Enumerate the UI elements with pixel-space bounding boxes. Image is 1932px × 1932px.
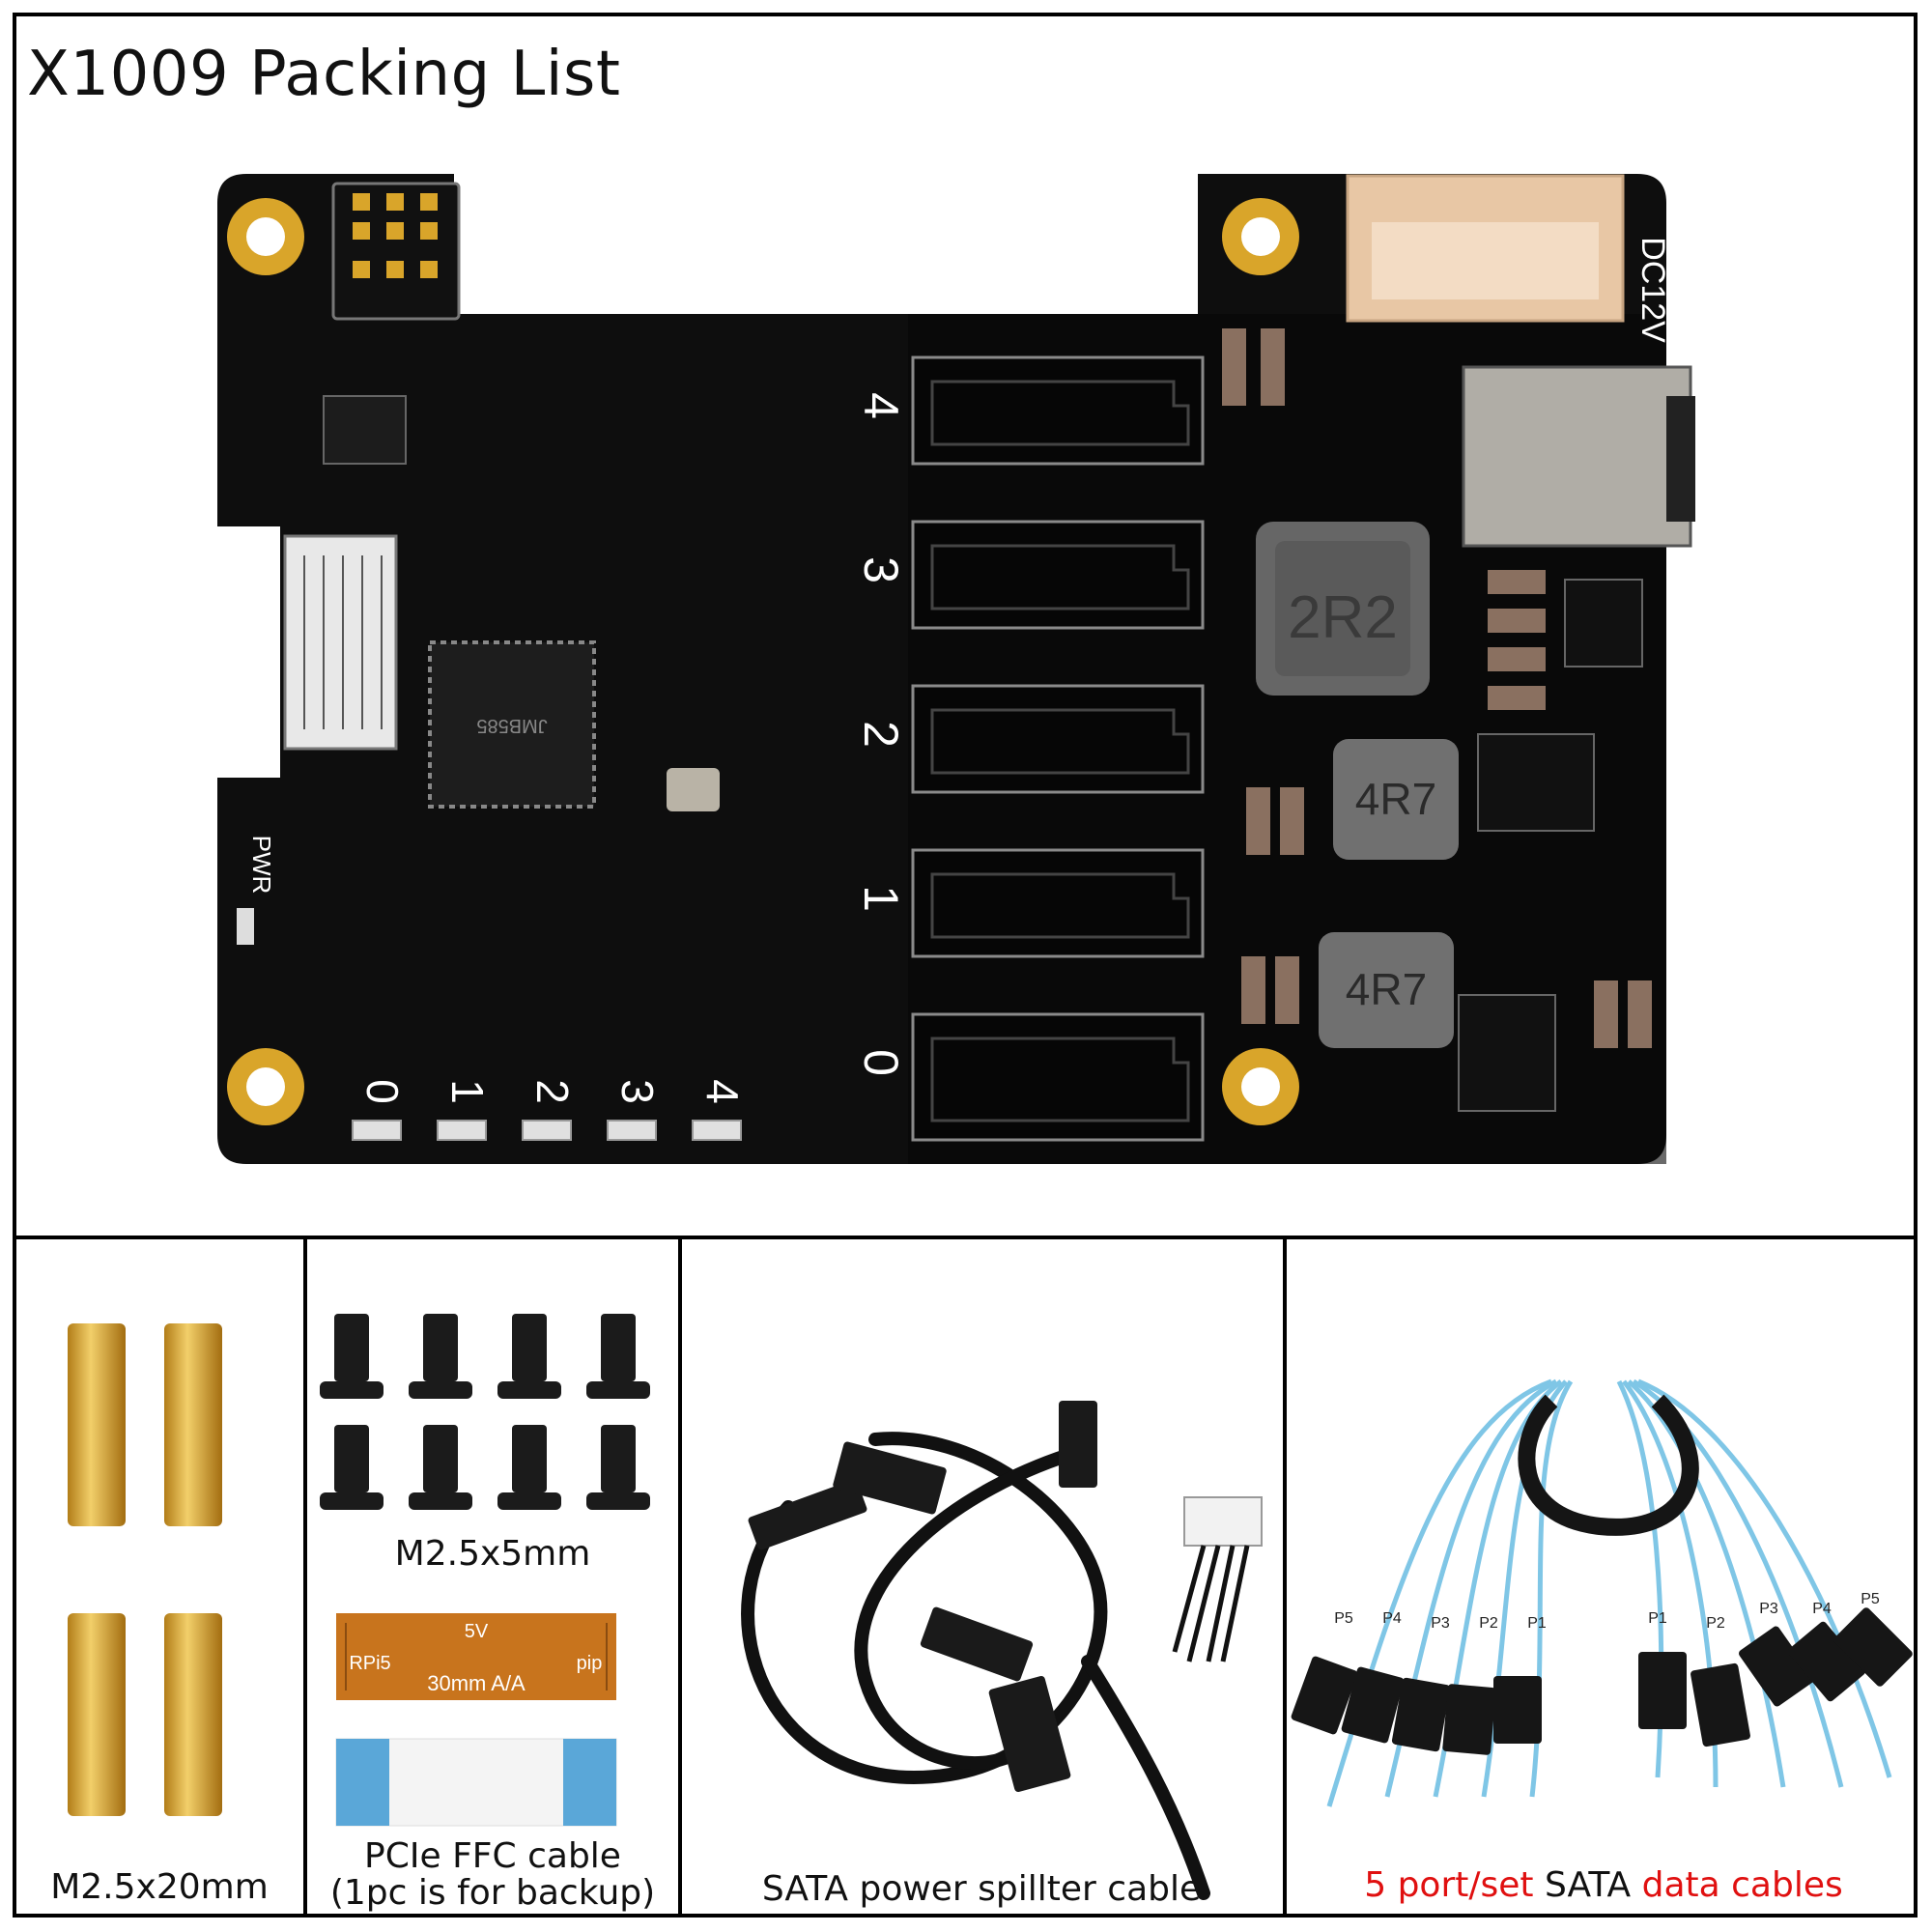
led-label: 3: [612, 1079, 663, 1104]
braided-sleeve: [1518, 1394, 1699, 1536]
data-cables-caption: 5 port/set SATA data cables: [1294, 1867, 1913, 1904]
pwr-label: PWR: [247, 836, 276, 895]
sata-port: [911, 355, 1205, 1142]
port-label: P5: [1861, 1591, 1880, 1607]
led-label: 1: [442, 1079, 493, 1104]
standoff: [164, 1613, 222, 1816]
inductor-label: 4R7: [1346, 964, 1427, 1014]
inductor: [1333, 739, 1459, 860]
screws-image: [320, 1314, 650, 1510]
chip-label: JMB585: [476, 715, 547, 736]
sata-port-label: 3: [854, 556, 908, 583]
brass-standoffs-image: [68, 1323, 222, 1816]
sata-data-cables-image: P5 P4 P3 P2 P1 P1 P2 P3 P4 P5: [1291, 1378, 1913, 1807]
sata-power-connector: [748, 1401, 1097, 1792]
sata-data-connector: [1291, 1607, 1913, 1755]
led-label: 4: [697, 1079, 748, 1104]
port-label: P3: [1759, 1601, 1778, 1617]
packing-list-frame: [13, 13, 1918, 1918]
port-label: P2: [1479, 1615, 1498, 1632]
sata-power-splitter-image: [741, 1401, 1263, 1900]
caption-text: SATA: [1533, 1865, 1642, 1905]
port-label: P5: [1334, 1610, 1353, 1627]
cell-divider: [1283, 1237, 1287, 1918]
4-pin-connector: [1183, 1496, 1263, 1547]
port-label: P4: [1382, 1610, 1402, 1627]
inductor-label: 4R7: [1355, 774, 1436, 824]
ffc-caption-line1: PCIe FFC cable: [364, 1836, 621, 1876]
inductor: [1319, 932, 1454, 1048]
ffc-text: 30mm A/A: [427, 1671, 526, 1695]
dc12v-label: DC12V: [1634, 237, 1671, 343]
ffc-text: 5V: [465, 1621, 489, 1642]
ffc-text: pip: [577, 1653, 603, 1674]
standoffs-caption: M2.5x20mm: [50, 1867, 269, 1907]
inductor-label: 2R2: [1288, 584, 1398, 651]
port-label: P4: [1812, 1601, 1832, 1617]
ffc-caption-line2: (1pc is for backup): [329, 1873, 656, 1913]
standoff: [68, 1613, 126, 1816]
ffc-cable-orange: [336, 1613, 616, 1700]
status-led: [352, 1120, 742, 1141]
led-label: 0: [357, 1079, 408, 1104]
port-label: P1: [1648, 1610, 1667, 1627]
led-label: 2: [527, 1079, 578, 1104]
sata-port-label: 4: [854, 392, 908, 419]
caption-highlight: data cables: [1641, 1865, 1843, 1905]
power-cable-caption: SATA power spillter cable: [761, 1869, 1202, 1909]
sata-port-label: 2: [854, 721, 908, 748]
ffc-cables-image: 5V RPi5 30mm A/A pip: [335, 1613, 617, 1827]
screws-caption: M2.5x5mm: [394, 1534, 591, 1574]
section-divider: [13, 1236, 1918, 1239]
page-title: X1009 Packing List: [27, 39, 621, 110]
standoff: [164, 1323, 222, 1526]
capacitor: [1222, 328, 1652, 1048]
jmb585-chip: [428, 640, 596, 809]
power-jack: [1462, 365, 1692, 548]
sata-port-label: 1: [854, 885, 908, 912]
cell-divider: [303, 1237, 307, 1918]
port-label: P3: [1431, 1615, 1450, 1632]
screw: [320, 1314, 650, 1510]
cell-divider: [678, 1237, 682, 1918]
sata-port-label: 0: [854, 1049, 908, 1076]
pin-header: [331, 182, 461, 321]
ffc-text: RPi5: [349, 1653, 390, 1674]
port-label: P2: [1706, 1615, 1725, 1632]
ffc-connector: [283, 534, 398, 751]
port-label: P1: [1527, 1615, 1547, 1632]
standoff: [68, 1323, 126, 1526]
caption-highlight: 5 port/set: [1364, 1865, 1534, 1905]
